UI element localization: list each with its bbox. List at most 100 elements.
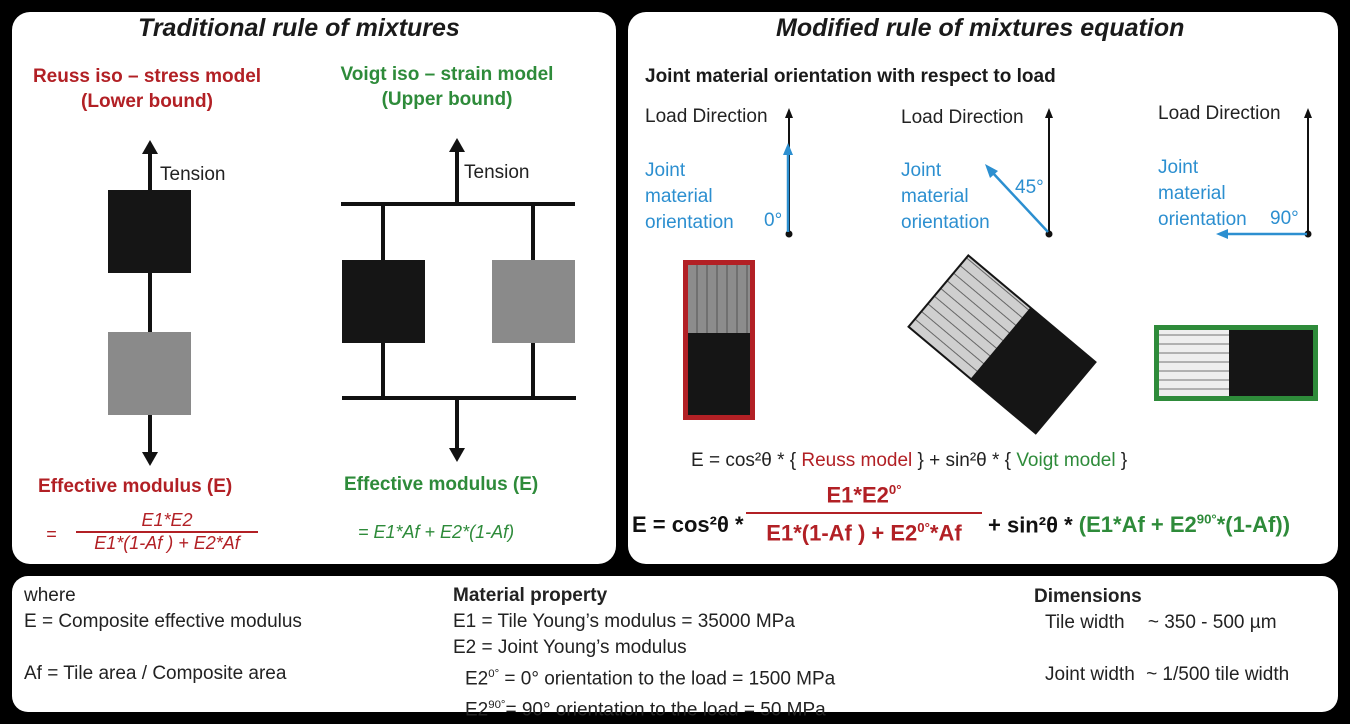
fraction-bar: [76, 531, 258, 533]
joint-text: Joint: [901, 160, 942, 181]
reuss-tension-label: Tension: [160, 164, 226, 185]
e2-90deg-definition: E290°= 90° orientation to the load = 50 …: [453, 692, 835, 723]
voigt-a: (E1*Af + E2: [1078, 512, 1197, 538]
full-eq-fraction: E1*E20° E1*(1-Af ) + E20°*Af: [746, 482, 982, 547]
reuss-bottom-arrow-icon: [142, 415, 158, 466]
reuss-eq-equals: =: [46, 524, 57, 544]
load-direction-label-90: Load Direction: [1158, 103, 1281, 124]
eq-suffix: }: [1120, 450, 1128, 471]
traditional-rule-panel: Traditional rule of mixtures Reuss iso –…: [12, 12, 616, 564]
e2-sup: 0°: [488, 668, 500, 680]
material-text: material: [1158, 183, 1226, 204]
den-b: *Af: [929, 520, 962, 546]
reuss-heading: Reuss iso – stress model (Lower bound): [12, 64, 282, 114]
angle-label-45: 45°: [1015, 177, 1044, 198]
voigt-tension-label: Tension: [464, 162, 530, 183]
voigt-b: *(1-Af)): [1216, 512, 1291, 538]
eq-prefix: E = cos²θ * {: [691, 450, 797, 471]
voigt-parallel-diagram: [341, 138, 576, 462]
voigt-equation: = E1*Af + E2*(1-Af): [358, 522, 515, 542]
eq-mid: } + sin²θ * {: [917, 450, 1012, 471]
dimensions-section: Dimensions: [1034, 584, 1142, 610]
modified-rule-panel: Modified rule of mixtures equation Joint…: [628, 12, 1338, 564]
e2-base: E2: [465, 668, 489, 690]
fraction-bar: [746, 512, 982, 515]
joint-orientation-label-90: Joint material orientation: [1158, 155, 1247, 233]
full-eq-numerator: E1*E20°: [746, 482, 982, 508]
e2-0deg-definition: E20° = 0° orientation to the load = 1500…: [453, 661, 835, 692]
joint-orientation-label-0: Joint material orientation: [645, 158, 734, 236]
reuss-equation: E1*E2 E1*(1-Af ) + E2*Af: [76, 510, 258, 554]
material-text: material: [645, 186, 713, 207]
tile-block-reuss: [108, 190, 191, 273]
orientation-text: orientation: [901, 212, 990, 233]
angle-label-90: 90°: [1270, 208, 1299, 229]
reuss-model-term: Reuss model: [801, 450, 913, 471]
tile-width-row: Tile width ~ 350 - 500 µm: [1045, 610, 1277, 636]
full-eq-mid: + sin²θ *: [988, 512, 1073, 538]
load-direction-label-0: Load Direction: [645, 106, 768, 127]
joint-block-voigt: [492, 260, 575, 343]
tile-block-voigt: [342, 260, 425, 343]
joint-block-reuss: [108, 332, 191, 415]
orientation-text: orientation: [1158, 209, 1247, 230]
e1-definition: E1 = Tile Young’s modulus = 35000 MPa: [453, 611, 795, 632]
den-a: E1*(1-Af ) + E2: [766, 520, 918, 546]
full-eq-voigt: + sin²θ * (E1*Af + E290°*(1-Af)): [988, 512, 1290, 538]
reuss-top-arrow-icon: [142, 140, 158, 192]
joint-width-label: Joint width: [1045, 664, 1135, 685]
definitions-panel: where E = Composite effective modulus Af…: [12, 576, 1338, 721]
material-section: Material property E1 = Tile Young’s modu…: [453, 583, 835, 724]
num-base: E1*E2: [826, 482, 889, 508]
joint-orientation-arrow-icon-90: [1216, 229, 1307, 239]
af-definition: Af = Tile area / Composite area: [24, 663, 287, 684]
joint-width-row: Joint width ~ 1/500 tile width: [1045, 662, 1289, 688]
joint-text: Joint: [645, 160, 686, 181]
voigt-bound: (Upper bound): [381, 89, 513, 110]
num-sup: 0°: [888, 482, 902, 497]
orientation-diagrams: [683, 108, 1318, 435]
angle-label-0: 0°: [764, 210, 783, 231]
joint-width-value: ~ 1/500 tile width: [1146, 664, 1290, 685]
tile-width-label: Tile width: [1045, 612, 1125, 633]
reuss-denominator: E1*(1-Af ) + E2*Af: [94, 532, 240, 553]
panel-title: Modified rule of mixtures equation: [776, 14, 1185, 42]
composite-block-90deg: [1154, 325, 1318, 401]
e2-rest: = 0° orientation to the load = 1500 MPa: [499, 668, 836, 690]
material-heading: Material property: [453, 585, 608, 606]
joint-text: Joint: [1158, 157, 1199, 178]
voigt-heading: Voigt iso – strain model (Upper bound): [312, 62, 582, 112]
voigt-model-term: Voigt model: [1016, 450, 1116, 471]
reuss-series-diagram: [108, 140, 191, 466]
load-direction-arrow-icon-90: [1304, 108, 1312, 238]
full-eq-prefix: E = cos²θ *: [632, 512, 744, 537]
where-heading: where: [24, 585, 76, 606]
panel-title: Traditional rule of mixtures: [138, 14, 460, 42]
voigt-title: Voigt iso – strain model: [340, 64, 554, 85]
joint-orientation-arrow-icon-0: [783, 143, 793, 232]
dimensions-heading: Dimensions: [1034, 586, 1142, 607]
joint-orientation-label-45: Joint material orientation: [901, 158, 990, 236]
reuss-effective-label: Effective modulus (E): [38, 476, 233, 497]
voigt-top-arrow-icon: [449, 138, 465, 204]
e2-base: E2: [465, 699, 489, 721]
where-section: where E = Composite effective modulus Af…: [24, 583, 302, 687]
den-sup: 0°: [917, 520, 930, 536]
composite-block-45deg: [907, 254, 1097, 435]
load-direction-label-45: Load Direction: [901, 107, 1024, 128]
composite-block-0deg: [683, 260, 755, 420]
orientation-subtitle: Joint material orientation with respect …: [645, 66, 1056, 87]
e-definition: E = Composite effective modulus: [24, 611, 302, 632]
voigt-bottom-arrow-icon: [449, 398, 465, 462]
reuss-bound: (Lower bound): [81, 91, 213, 112]
reuss-title: Reuss iso – stress model: [32, 66, 262, 87]
reuss-numerator: E1*E2: [141, 510, 193, 530]
voigt-effective-label: Effective modulus (E): [344, 474, 539, 495]
material-text: material: [901, 186, 969, 207]
e2-rest: = 90° orientation to the load = 50 MPa: [505, 699, 826, 721]
orientation-text: orientation: [645, 212, 734, 233]
e2-sup: 90°: [488, 699, 506, 712]
joint-orientation-arrow-icon-45: [985, 164, 1049, 233]
e2-definition: E2 = Joint Young’s modulus: [453, 637, 687, 658]
load-direction-arrow-icon-45: [1045, 108, 1053, 238]
